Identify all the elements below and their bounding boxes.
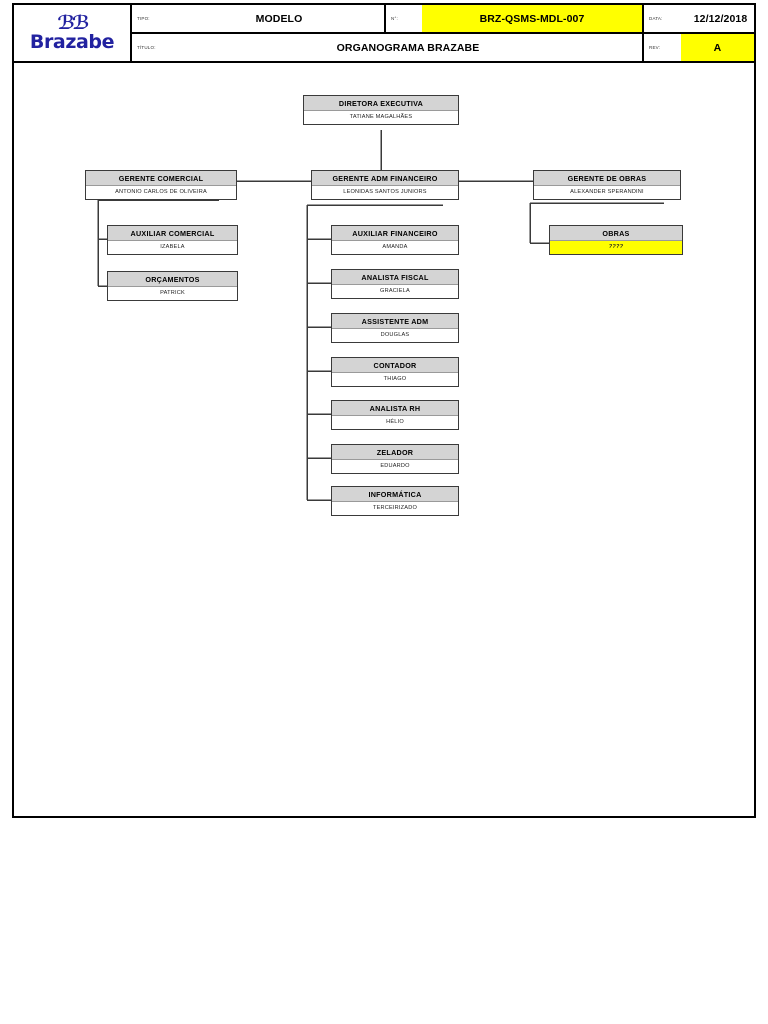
org-node-name: GRACIELA [332,285,458,298]
org-node-name: HÉLIO [332,416,458,429]
org-node-name: ALEXANDER SPERANDINI [534,186,680,199]
org-node-auxiliar-comercial[interactable]: AUXILIAR COMERCIAL IZABELA [107,225,238,255]
data-label: DATA: [649,16,663,21]
org-node-name: DOUGLAS [332,329,458,342]
org-node-name: ANTONIO CARLOS DE OLIVEIRA [86,186,236,199]
org-node-name: TATIANE MAGALHÃES [304,111,458,124]
org-node-title: ANALISTA RH [332,401,458,417]
org-node-title: INFORMÁTICA [332,487,458,503]
org-node-auxiliar-financeiro[interactable]: AUXILIAR FINANCEIRO AMANDA [331,225,459,255]
logo-monogram-icon: ℬℬ [57,11,89,34]
titulo-value: ORGANOGRAMA BRAZABE [174,34,644,61]
org-node-informatica[interactable]: INFORMÁTICA TERCEIRIZADO [331,486,459,516]
org-node-title: AUXILIAR COMERCIAL [108,226,237,242]
org-node-name: ???? [550,241,682,254]
org-node-assistente-adm[interactable]: ASSISTENTE ADM DOUGLAS [331,313,459,343]
org-node-title: CONTADOR [332,358,458,374]
tipo-label: TIPO: [137,16,150,21]
org-node-title: DIRETORA EXECUTIVA [304,96,458,112]
org-node-name: IZABELA [108,241,237,254]
org-node-gerente-comercial[interactable]: GERENTE COMERCIAL ANTONIO CARLOS DE OLIV… [85,170,237,200]
org-node-gerente-adm-financeiro[interactable]: GERENTE ADM FINANCEIRO LEONIDAS SANTOS J… [311,170,459,200]
logo-wordmark: Brazabe [29,30,115,53]
title-block-row-2: TÍTULO: ORGANOGRAMA BRAZABE REV: A [132,34,754,61]
title-block-row-1: TIPO: MODELO N°: BRZ-QSMS-MDL-007 DATA: … [132,5,754,34]
org-node-name: PATRICK [108,287,237,300]
org-node-title: ORÇAMENTOS [108,272,237,288]
org-node-title: ANALISTA FISCAL [332,270,458,286]
org-node-analista-fiscal[interactable]: ANALISTA FISCAL GRACIELA [331,269,459,299]
org-node-diretora-executiva[interactable]: DIRETORA EXECUTIVA TATIANE MAGALHÃES [303,95,459,125]
org-node-orcamentos[interactable]: ORÇAMENTOS PATRICK [107,271,238,301]
numero-value: BRZ-QSMS-MDL-007 [422,5,644,32]
org-node-name: THIAGO [332,373,458,386]
org-node-title: GERENTE DE OBRAS [534,171,680,187]
titulo-label: TÍTULO: [137,45,156,50]
org-node-title: OBRAS [550,226,682,242]
org-node-title: ZELADOR [332,445,458,461]
org-node-name: TERCEIRIZADO [332,502,458,515]
rev-value: A [681,34,754,61]
org-node-obras[interactable]: OBRAS ???? [549,225,683,255]
page-frame-bottom-edge [12,816,756,818]
org-node-name: AMANDA [332,241,458,254]
org-node-name: LEONIDAS SANTOS JUNIORS [312,186,458,199]
tipo-value: MODELO [174,5,386,32]
title-block-rows: TIPO: MODELO N°: BRZ-QSMS-MDL-007 DATA: … [132,5,754,61]
org-node-analista-rh[interactable]: ANALISTA RH HÉLIO [331,400,459,430]
org-node-gerente-de-obras[interactable]: GERENTE DE OBRAS ALEXANDER SPERANDINI [533,170,681,200]
company-logo: ℬℬ Brazabe [14,5,132,61]
org-node-title: GERENTE ADM FINANCEIRO [312,171,458,187]
title-block: ℬℬ Brazabe TIPO: MODELO N°: BRZ-QSMS-MDL… [12,3,756,63]
org-node-name: EDUARDO [332,460,458,473]
org-node-title: ASSISTENTE ADM [332,314,458,330]
org-node-zelador[interactable]: ZELADOR EDUARDO [331,444,459,474]
org-node-contador[interactable]: CONTADOR THIAGO [331,357,459,387]
data-value: 12/12/2018 [693,12,748,25]
org-node-title: AUXILIAR FINANCEIRO [332,226,458,242]
numero-label: N°: [391,16,398,21]
rev-label: REV: [649,45,661,50]
org-node-title: GERENTE COMERCIAL [86,171,236,187]
